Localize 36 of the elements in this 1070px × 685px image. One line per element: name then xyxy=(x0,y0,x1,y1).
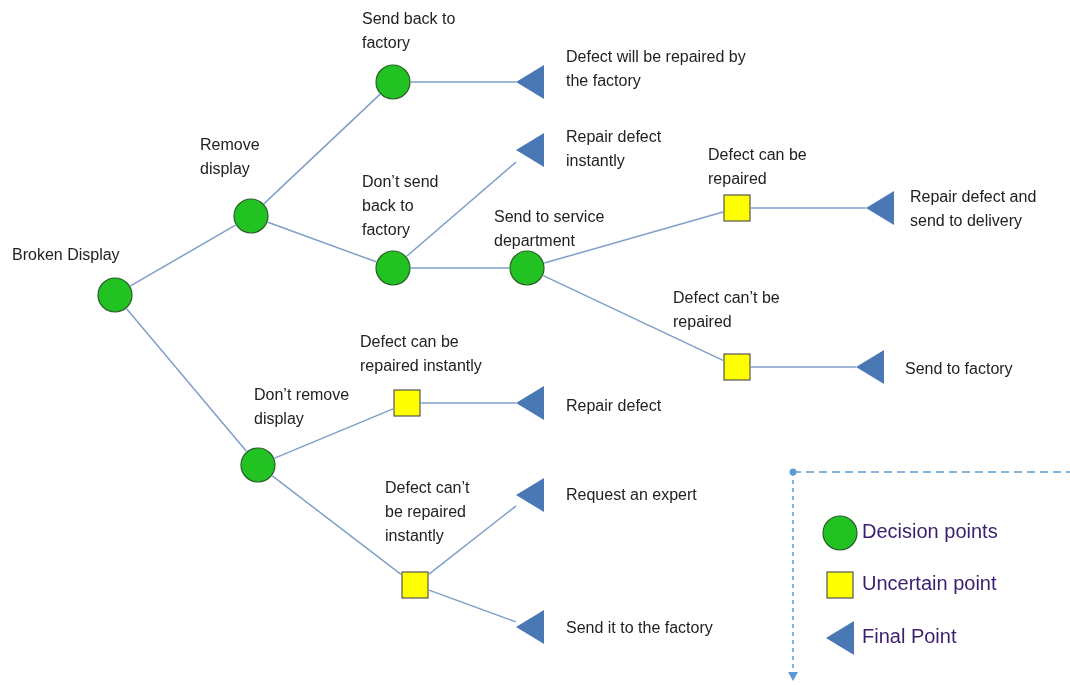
node-label: Repair defect xyxy=(566,396,663,416)
connector-line xyxy=(750,207,867,209)
connector-line xyxy=(428,505,517,575)
node-label: Repair defect and send to delivery xyxy=(910,187,1038,231)
connector-line xyxy=(542,274,724,362)
node-label: Send to factory xyxy=(905,359,1014,379)
connector-line xyxy=(410,81,517,83)
node-label: Defect can be repaired xyxy=(708,145,808,189)
node-label: Don’t send back to factory xyxy=(362,172,440,240)
legend-label: Uncertain point xyxy=(862,572,997,595)
connector-line xyxy=(405,161,517,257)
connector-line xyxy=(750,366,857,368)
connector-line xyxy=(271,475,402,576)
node-label: Defect can be repaired instantly xyxy=(360,332,483,376)
node-label: Don’t remove display xyxy=(254,385,351,429)
node-label: Defect can’t be repaired instantly xyxy=(385,478,471,546)
connector-line xyxy=(428,589,517,623)
node-label: Repair defect instantly xyxy=(566,127,663,171)
connector-line xyxy=(267,221,377,263)
node-label: Broken Display xyxy=(12,245,121,265)
node-label: Request an expert xyxy=(566,485,698,505)
node-label: Defect will be repaired by the factory xyxy=(566,47,747,91)
node-label: Send to service department xyxy=(494,207,606,251)
node-label: Remove display xyxy=(200,135,261,179)
legend-label: Decision points xyxy=(862,520,998,543)
connector-line xyxy=(273,408,394,459)
legend-label: Final Point xyxy=(862,625,957,648)
connector-line xyxy=(129,224,237,287)
node-label: Send back to factory xyxy=(362,9,457,53)
connector-line xyxy=(543,211,724,264)
connector-line xyxy=(420,402,517,404)
connector-line xyxy=(125,308,248,452)
connector-line xyxy=(263,93,381,205)
connector-line xyxy=(410,267,510,269)
node-label: Defect can’t be repaired xyxy=(673,288,781,332)
node-label: Send it to the factory xyxy=(566,618,714,638)
